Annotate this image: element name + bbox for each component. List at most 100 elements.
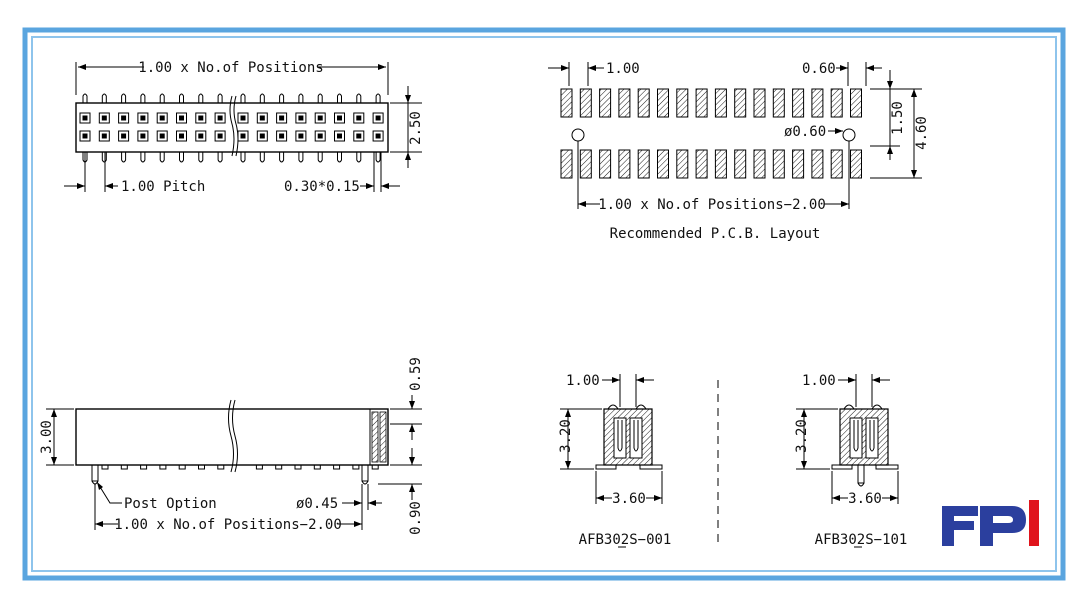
contact-cavity xyxy=(295,112,307,124)
side-height-label: 3.00 xyxy=(39,420,55,454)
pcb-hole-left xyxy=(571,128,585,142)
pcb-pad-bottom xyxy=(657,149,669,179)
pcb-caption: Recommended P.C.B. Layout xyxy=(610,226,821,242)
contact-cavity xyxy=(137,130,149,142)
side-view: 3.00 0.59 0.90 Post Option ø0.45 xyxy=(39,357,424,535)
s101-pitch-label: 1.00 xyxy=(802,373,836,389)
section-001: 1.00 3.20 3.60 AFB302S−001 xyxy=(558,373,671,548)
contact-pin xyxy=(375,133,381,139)
pcb-pad-bottom xyxy=(811,149,824,179)
contact-pin xyxy=(317,115,323,121)
bottom-pin-tip xyxy=(259,152,265,163)
contact-cavity xyxy=(276,112,288,124)
pin-tail xyxy=(198,464,205,470)
contact-pin xyxy=(82,133,88,139)
pin-tail xyxy=(352,464,360,470)
pin-tail xyxy=(217,464,225,470)
pcb-pad-top xyxy=(753,88,766,118)
bottom-pin-tip xyxy=(217,152,223,163)
pcb-pad-top xyxy=(560,88,573,118)
pcb-pad-bottom xyxy=(850,149,862,179)
top-pin-tip xyxy=(198,93,204,103)
bottom-pin-tip xyxy=(240,152,246,163)
pcb-pad-length-label: 1.50 xyxy=(890,101,906,135)
top-pin-tip xyxy=(82,93,88,103)
logo-letter-f xyxy=(942,506,978,546)
pcb-span-label: 1.00 x No.of Positions−2.00 xyxy=(598,197,826,213)
pcb-pad-bottom xyxy=(579,149,592,179)
frame-outer-border xyxy=(22,27,1066,581)
contact-cavity xyxy=(214,130,226,142)
contact-cavity xyxy=(137,112,149,124)
bottom-pin-tip xyxy=(298,152,304,163)
pcb-pad-width-label: 0.60 xyxy=(802,61,836,77)
s001-width-label: 3.60 xyxy=(612,491,646,507)
pcb-pad-bottom xyxy=(830,149,843,179)
pcb-pad-top xyxy=(618,88,631,118)
contact-pin xyxy=(375,115,381,121)
contact-cavity xyxy=(98,112,110,124)
pcb-pad-bottom xyxy=(560,149,573,179)
contact-pin xyxy=(179,115,184,121)
pcb-pad-top xyxy=(676,88,689,118)
top-pin-tip xyxy=(375,93,381,103)
contact-pin xyxy=(121,115,127,121)
contact-cavity xyxy=(256,112,268,124)
bottom-pin-tip xyxy=(317,152,323,163)
bottom-pin-tip xyxy=(101,152,107,163)
contact-cavity xyxy=(118,112,130,124)
contact-cavity xyxy=(353,130,365,142)
pcb-hole-label: ø0.60 xyxy=(784,124,826,140)
contact-pin xyxy=(298,115,304,121)
contact-pin xyxy=(298,133,304,139)
top-pin-tip xyxy=(159,93,165,103)
contact-pin xyxy=(240,133,246,139)
top-pin-tip xyxy=(240,93,246,103)
top-pin-tip xyxy=(101,93,107,103)
pcb-pad-bottom xyxy=(618,149,631,179)
section-101: 1.00 3.20 3.60 AFB302S−101 xyxy=(794,373,907,548)
contact-pin xyxy=(179,133,184,139)
contact-cavity xyxy=(156,130,168,142)
pcb-pad-bottom xyxy=(695,149,708,179)
contact-cavity xyxy=(372,112,384,124)
pin-tail xyxy=(101,464,109,470)
contact-pin xyxy=(140,133,146,139)
pcb-pad-top xyxy=(579,88,592,118)
contact-cavity xyxy=(314,112,326,124)
contact-pin xyxy=(159,133,165,139)
top-pin-tip xyxy=(279,93,285,103)
contact-pin xyxy=(279,115,285,121)
pcb-pad-bottom xyxy=(637,149,650,179)
top-pin-tip xyxy=(317,93,323,103)
s001-pitch-label: 1.00 xyxy=(566,373,600,389)
contact-cavity xyxy=(98,130,110,142)
pcb-pad-top xyxy=(714,88,727,118)
bottom-pin-tip xyxy=(279,152,285,163)
pcb-pitch-label: 1.00 xyxy=(606,61,640,77)
pcb-pad-bottom xyxy=(676,149,689,179)
contact-cavity xyxy=(79,130,91,142)
s101-part-number: AFB302S−101 xyxy=(815,532,908,548)
top-pin-tip xyxy=(337,93,342,103)
contact-pin xyxy=(198,115,204,121)
contact-pin xyxy=(356,133,362,139)
contact-cavity xyxy=(214,112,226,124)
top-pin-tip xyxy=(259,93,265,103)
side-top-label: 0.59 xyxy=(408,357,424,391)
bottom-pin-tip xyxy=(337,152,342,163)
contact-cavity xyxy=(334,112,345,124)
top-pin-tip xyxy=(179,93,184,103)
s001-part-number: AFB302S−001 xyxy=(579,532,672,548)
contact-cavity xyxy=(314,130,326,142)
pcb-pad-top xyxy=(734,88,747,118)
pcb-pad-bottom xyxy=(599,149,612,179)
contact-pin xyxy=(337,115,342,121)
pin-size-dimension-label: 0.30*0.15 xyxy=(284,179,360,195)
logo-letter-i xyxy=(1029,500,1039,546)
contact-pin xyxy=(279,133,285,139)
contact-pin xyxy=(101,115,107,121)
contact-cavity xyxy=(237,112,249,124)
contact-pin xyxy=(356,115,362,121)
